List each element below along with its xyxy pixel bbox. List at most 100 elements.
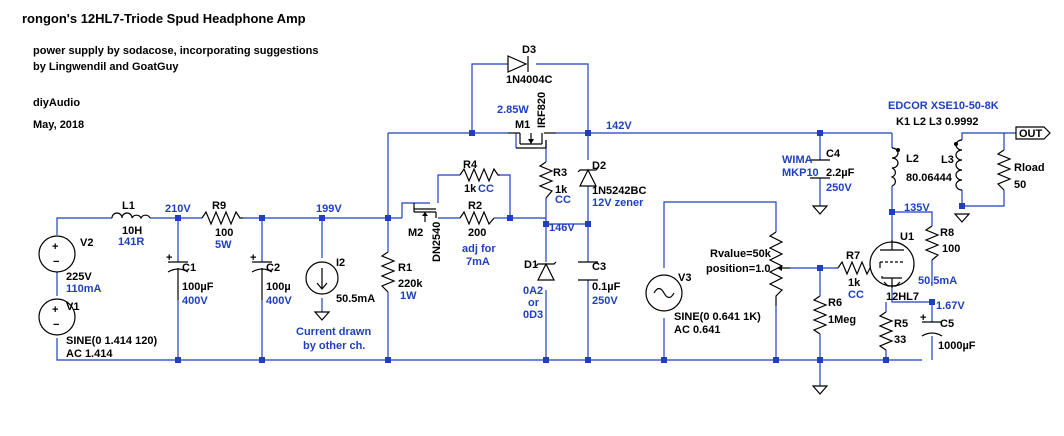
m2-part: DN2540 [431,222,443,262]
r7-type: CC [848,289,864,301]
r5-resistor [878,311,894,351]
m1-ref: M1 [515,119,530,131]
svg-text:−: − [53,319,59,331]
v3-sine-source [645,274,683,312]
r9-ref: R9 [212,200,226,212]
i2-note-1: Current drawn [296,326,371,338]
r5-ref: R5 [894,318,908,330]
v2-value: 225V [66,271,92,283]
rload-ref: Rload [1014,162,1045,174]
d1-part: 0A2 [523,285,543,297]
u1-ref: U1 [900,231,914,243]
d3-ref: D3 [522,44,536,56]
r8-resistor [924,225,940,261]
i2-value: 50.5mA [336,293,375,305]
r3-ref: R3 [553,167,567,179]
c4-series: MKP10 [782,167,819,179]
r4-value: 1k [464,183,477,195]
r2-resistor [459,210,495,226]
svg-text:+: + [52,241,58,253]
m1-mosfet [508,132,556,149]
svg-text:+: + [250,252,256,264]
d2-part: 1N5242BC [592,185,646,197]
node-1-67v: 1.67V [936,300,965,312]
r4-ref: R4 [463,159,478,171]
v3-ref: V3 [678,272,691,284]
c1-capacitor [167,261,189,300]
d3-diode [507,55,529,73]
r5-value: 33 [894,334,906,346]
l1-dcr: 141R [118,236,144,248]
u1-triode-tube [869,240,915,288]
r4-resistor [459,167,500,183]
potentiometer [768,231,790,306]
ground-symbol [811,385,829,395]
i2-note-2: by other ch. [303,340,365,352]
transformer-coupling: K1 L2 L3 0.9992 [896,116,979,128]
r8-value: 100 [942,243,960,255]
c4-capacitor [810,159,830,215]
c3-value: 0.1µF [592,281,621,293]
wires [56,63,1016,386]
r8-ref: R8 [940,227,954,239]
r3-type: CC [555,194,571,206]
l1-value: 10H [122,225,142,237]
credits-line-1: power supply by sodacose, incorporating … [33,45,318,57]
d2-zener-diode [577,167,599,187]
m1-power: 2.85W [497,104,529,116]
r7-value: 1k [848,277,861,289]
date-label: May, 2018 [33,119,84,131]
c2-capacitor [251,261,273,300]
site-label: diyAudio [33,97,80,109]
c1-value: 100µF [182,281,214,293]
l2-value: 80.06444 [906,172,953,184]
c2-value: 100µ [266,281,291,293]
m2-ref: M2 [408,227,423,239]
r2-note-1: adj for [462,243,496,255]
v1-value: SINE(0 1.414 120) [66,335,157,347]
v1-ac: AC 1.414 [66,348,113,360]
u1-part: 12HL7 [886,291,919,303]
r1-resistor [380,251,396,293]
c5-ref: C5 [940,318,954,330]
c3-ref: C3 [592,261,606,273]
pot-position: position=1.0 [706,263,771,275]
r2-note-2: 7mA [466,256,490,268]
i2-ref: I2 [336,257,345,269]
v2-voltage-source: + − [38,235,76,273]
svg-text:+: + [920,312,926,324]
v2-current: 110mA [66,283,102,295]
d1-note-2: 0D3 [523,309,543,321]
c4-value: 2.2µF [826,167,855,179]
node-146v: 146V [549,222,575,234]
d1-note-1: or [528,297,540,309]
transformer-model: EDCOR XSE10-50-8K [888,100,999,112]
r3-resistor [538,161,554,199]
svg-text:+: + [166,252,172,264]
c4-brand: WIMA [782,154,813,166]
c3-voltage: 250V [592,295,618,307]
c4-ref: C4 [826,148,841,160]
r4-type: CC [478,183,494,195]
r1-ref: R1 [398,262,412,274]
l1-ref: L1 [122,200,135,212]
c2-ref: C2 [266,262,280,274]
d1-zener-diode [535,261,557,281]
junctions [175,130,965,363]
node-199v: 199V [316,203,342,215]
rload-resistor [996,149,1012,191]
v2-ref: V2 [80,237,93,249]
r6-resistor [812,295,828,335]
c1-voltage: 400V [182,295,208,307]
svg-text:−: − [53,256,59,268]
m2-mosfet [413,203,437,222]
r2-ref: R2 [468,200,482,212]
pot-rvalue: Rvalue=50k [710,248,772,260]
r9-value: 100 [215,227,233,239]
v1-ref: V1 [66,301,79,313]
r3-value: 1k [555,184,568,196]
node-210v: 210V [165,203,191,215]
v3-ac: AC 0.641 [674,324,720,336]
rload-value: 50 [1014,179,1026,191]
v3-value: SINE(0 0.641 1K) [674,311,761,323]
